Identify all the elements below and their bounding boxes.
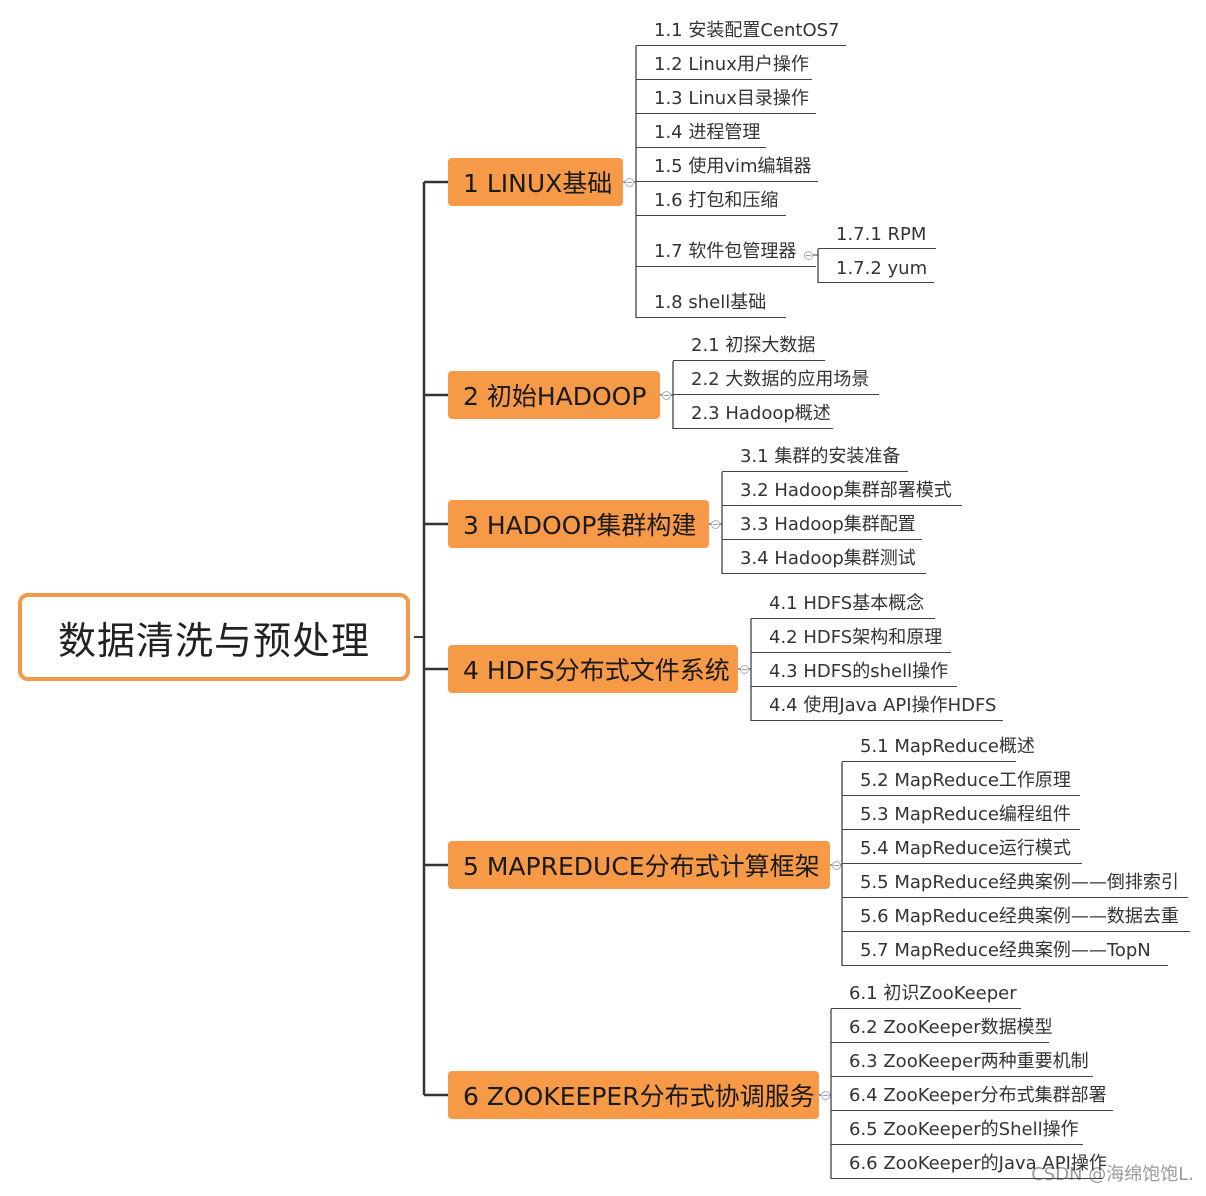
- subtopic-label: 3.4 Hadoop集群测试: [740, 548, 916, 569]
- watermark: CSDN @海绵饱饱L.: [1031, 1164, 1194, 1185]
- branch-topic-label: 3 HADOOP集群构建: [463, 511, 697, 540]
- subtopic-item[interactable]: 5.1 MapReduce概述: [842, 732, 1035, 762]
- subtopic-label: 6.1 初识ZooKeeper: [849, 983, 1017, 1004]
- branch-topic-3[interactable]: 3 HADOOP集群构建: [448, 500, 709, 548]
- subtopic-item[interactable]: 2.2 大数据的应用场景: [673, 365, 879, 395]
- subtopic-child-item[interactable]: 1.7.2 yum: [818, 253, 934, 283]
- subtopic-item[interactable]: 6.3 ZooKeeper两种重要机制: [831, 1047, 1093, 1077]
- subtopic-label: 4.1 HDFS基本概念: [769, 593, 925, 614]
- subtopic-label: 5.6 MapReduce经典案例——数据去重: [860, 906, 1179, 927]
- branch-topic-label: 6 ZOOKEEPER分布式协调服务: [463, 1082, 815, 1111]
- subtopic-item[interactable]: 4.4 使用Java API操作HDFS: [751, 691, 1003, 721]
- subtopic-item[interactable]: 5.3 MapReduce编程组件: [842, 800, 1080, 830]
- collapse-toggle-icon[interactable]: [625, 178, 634, 187]
- subtopic-label: 2.2 大数据的应用场景: [691, 369, 870, 390]
- subtopic-label: 3.2 Hadoop集群部署模式: [740, 480, 952, 501]
- subtopic-item[interactable]: 3.3 Hadoop集群配置: [722, 510, 922, 540]
- subtopic-label: 4.4 使用Java API操作HDFS: [769, 695, 997, 716]
- subtopic-label: 6.2 ZooKeeper数据模型: [849, 1017, 1053, 1038]
- subtopic-item[interactable]: 6.4 ZooKeeper分布式集群部署: [831, 1081, 1113, 1111]
- branch-topic-label: 5 MAPREDUCE分布式计算框架: [463, 852, 820, 881]
- subtopic-label: 6.4 ZooKeeper分布式集群部署: [849, 1085, 1107, 1106]
- subtopic-label: 1.6 打包和压缩: [654, 190, 779, 211]
- subtopic-item[interactable]: 1.1 安装配置CentOS7: [636, 16, 846, 46]
- subtopic-label: 1.8 shell基础: [654, 292, 767, 313]
- subtopic-item[interactable]: 1.7 软件包管理器: [636, 237, 816, 267]
- subtopic-label: 5.7 MapReduce经典案例——TopN: [860, 940, 1151, 961]
- subtopic-item[interactable]: 6.1 初识ZooKeeper: [831, 979, 1021, 1009]
- subtopic-item[interactable]: 3.1 集群的安装准备: [722, 442, 908, 472]
- subtopic-label: 6.5 ZooKeeper的Shell操作: [849, 1119, 1079, 1140]
- subtopic-label: 4.3 HDFS的shell操作: [769, 661, 949, 682]
- subtopic-label: 5.5 MapReduce经典案例——倒排索引: [860, 872, 1179, 893]
- subtopic-item[interactable]: 4.1 HDFS基本概念: [751, 589, 935, 619]
- subtopic-item[interactable]: 1.4 进程管理: [636, 118, 766, 148]
- branch-topic-label: 4 HDFS分布式文件系统: [463, 656, 730, 685]
- subtopic-label: 5.4 MapReduce运行模式: [860, 838, 1071, 859]
- subtopic-label: 1.5 使用vim编辑器: [654, 156, 812, 177]
- subtopic-item[interactable]: 4.2 HDFS架构和原理: [751, 623, 951, 653]
- subtopic-label: 2.3 Hadoop概述: [691, 403, 831, 424]
- collapse-toggle-icon[interactable]: [804, 251, 813, 260]
- branch-topic-1[interactable]: 1 LINUX基础: [448, 158, 623, 206]
- root-topic[interactable]: 数据清洗与预处理: [18, 593, 410, 681]
- subtopic-item[interactable]: 5.2 MapReduce工作原理: [842, 766, 1080, 796]
- subtopic-label: 1.3 Linux目录操作: [654, 88, 809, 109]
- subtopic-item[interactable]: 1.8 shell基础: [636, 288, 786, 318]
- subtopic-label: 3.1 集群的安装准备: [740, 446, 901, 467]
- collapse-toggle-icon[interactable]: [740, 665, 749, 674]
- subtopic-item[interactable]: 1.6 打包和压缩: [636, 186, 786, 216]
- subtopic-item[interactable]: 6.5 ZooKeeper的Shell操作: [831, 1115, 1083, 1145]
- subtopic-item[interactable]: 2.1 初探大数据: [673, 331, 825, 361]
- subtopic-label: 5.2 MapReduce工作原理: [860, 770, 1071, 791]
- subtopic-label: 1.4 进程管理: [654, 122, 761, 143]
- subtopic-item[interactable]: 1.2 Linux用户操作: [636, 50, 812, 80]
- subtopic-item[interactable]: 5.5 MapReduce经典案例——倒排索引: [842, 868, 1188, 898]
- subtopic-label: 5.1 MapReduce概述: [860, 736, 1035, 757]
- subtopic-item[interactable]: 6.6 ZooKeeper的Java API操作: [831, 1149, 1107, 1179]
- subtopic-label: 2.1 初探大数据: [691, 335, 816, 356]
- subtopic-item[interactable]: 1.3 Linux目录操作: [636, 84, 816, 114]
- subtopic-label: 4.2 HDFS架构和原理: [769, 627, 943, 648]
- subtopic-child-item[interactable]: 1.7.1 RPM: [818, 219, 936, 249]
- collapse-toggle-icon[interactable]: [662, 391, 671, 400]
- subtopic-item[interactable]: 5.7 MapReduce经典案例——TopN: [842, 936, 1168, 966]
- subtopic-label: 1.7 软件包管理器: [654, 241, 797, 262]
- subtopic-label: 3.3 Hadoop集群配置: [740, 514, 916, 535]
- collapse-toggle-icon[interactable]: [832, 861, 841, 870]
- branch-topic-5[interactable]: 5 MAPREDUCE分布式计算框架: [448, 841, 830, 889]
- branch-topic-label: 1 LINUX基础: [463, 169, 613, 198]
- subtopic-label: 1.2 Linux用户操作: [654, 54, 809, 75]
- subtopic-label: 6.6 ZooKeeper的Java API操作: [849, 1153, 1107, 1174]
- branch-topic-2[interactable]: 2 初始HADOOP: [448, 371, 660, 419]
- subtopic-item[interactable]: 2.3 Hadoop概述: [673, 399, 833, 429]
- collapse-toggle-icon[interactable]: [821, 1091, 830, 1100]
- branch-topic-6[interactable]: 6 ZOOKEEPER分布式协调服务: [448, 1071, 819, 1119]
- collapse-toggle-icon[interactable]: [711, 520, 720, 529]
- subtopic-label: 6.3 ZooKeeper两种重要机制: [849, 1051, 1089, 1072]
- subtopic-item[interactable]: 1.5 使用vim编辑器: [636, 152, 818, 182]
- branch-topic-label: 2 初始HADOOP: [463, 382, 647, 411]
- subtopic-child-label: 1.7.2 yum: [836, 258, 928, 279]
- subtopic-item[interactable]: 6.2 ZooKeeper数据模型: [831, 1013, 1053, 1043]
- subtopic-item[interactable]: 3.4 Hadoop集群测试: [722, 544, 926, 574]
- root-topic-label: 数据清洗与预处理: [57, 618, 370, 663]
- subtopic-item[interactable]: 5.4 MapReduce运行模式: [842, 834, 1082, 864]
- branch-topic-4[interactable]: 4 HDFS分布式文件系统: [448, 645, 738, 693]
- subtopic-item[interactable]: 3.2 Hadoop集群部署模式: [722, 476, 962, 506]
- subtopic-label: 1.1 安装配置CentOS7: [654, 20, 840, 41]
- subtopic-item[interactable]: 4.3 HDFS的shell操作: [751, 657, 957, 687]
- subtopic-child-label: 1.7.1 RPM: [836, 224, 927, 245]
- subtopic-label: 5.3 MapReduce编程组件: [860, 804, 1071, 825]
- subtopic-item[interactable]: 5.6 MapReduce经典案例——数据去重: [842, 902, 1190, 932]
